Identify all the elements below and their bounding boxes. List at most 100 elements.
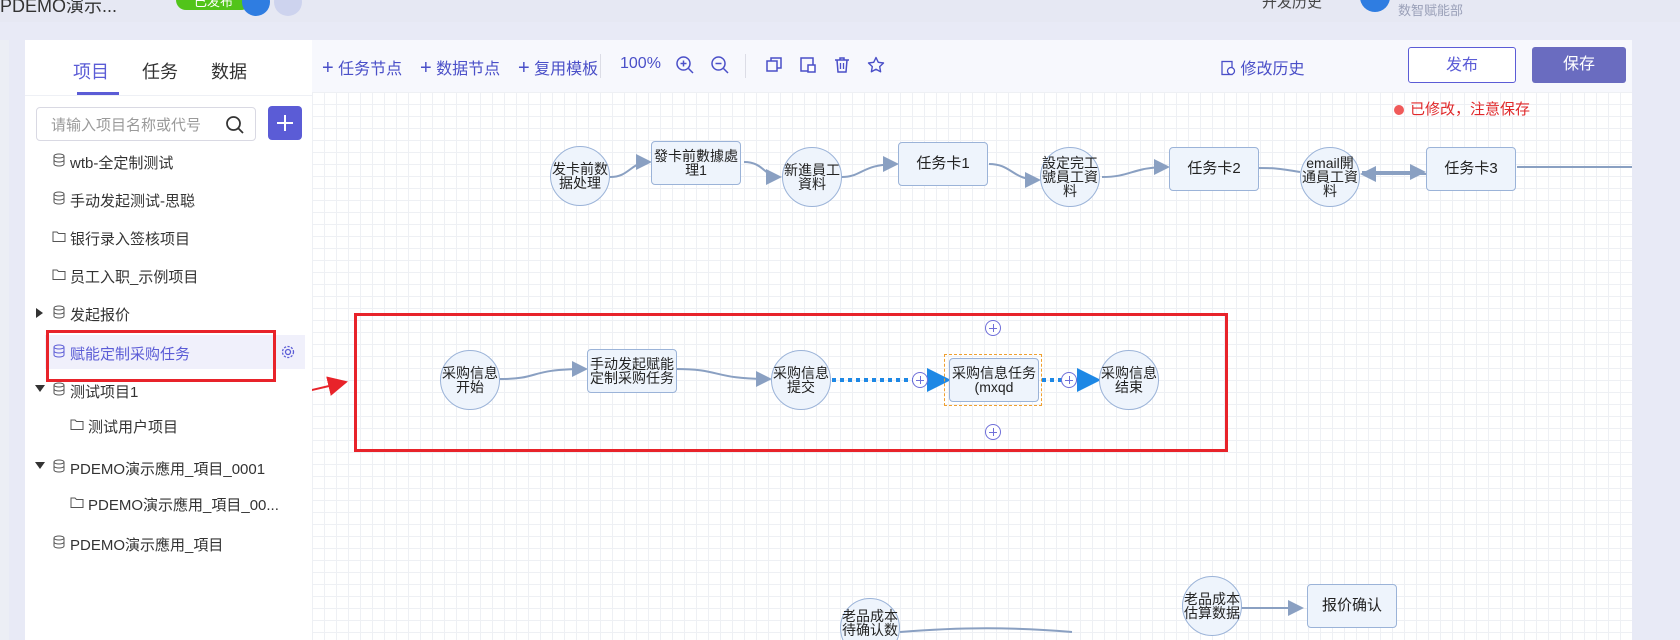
flow-node-old-cost-estimate[interactable]: 老品成本 估算数据 [1182, 576, 1242, 636]
add-data-node-label: 数据节点 [436, 61, 501, 78]
database-icon [53, 153, 65, 167]
add-branch-above-icon[interactable] [985, 320, 1001, 336]
sidebar-item-pdemo[interactable]: PDEMO演示應用_項目 [25, 526, 305, 560]
save-button[interactable]: 保存 [1532, 47, 1626, 83]
highlight-box-sidebar [46, 330, 276, 382]
flow-node-procurement-start[interactable]: 采购信息 开始 [440, 350, 500, 410]
tab-task[interactable]: 任务 [142, 62, 178, 82]
active-tab-indicator [77, 92, 119, 95]
user-avatar[interactable] [1360, 0, 1390, 12]
flow-node-label: 發卡前數據處 理1 [654, 148, 738, 178]
tab-data[interactable]: 数据 [211, 62, 247, 82]
flow-node-task-card-1[interactable]: 任务卡1 [898, 142, 988, 186]
add-node-icon[interactable] [912, 372, 928, 388]
publish-button[interactable]: 发布 [1408, 47, 1516, 83]
plus-icon: + [322, 57, 334, 79]
flow-node-label: 采购信息 提交 [773, 365, 829, 395]
sidebar-item-pdemo-0001[interactable]: PDEMO演示應用_項目_0001 [25, 450, 305, 484]
sidebar-item-pdemo-00[interactable]: PDEMO演示應用_項目_00... [25, 486, 305, 520]
flow-node-quote-confirm[interactable]: 报价确认 [1307, 584, 1397, 628]
sidebar-item-procurement[interactable]: 赋能定制采购任务 [45, 335, 305, 369]
flow-canvas[interactable]: 已修改，注意保存 [312, 92, 1632, 640]
database-icon [53, 344, 65, 358]
database-icon [53, 535, 65, 549]
flow-node-label: 老品成本 待确认数 [842, 608, 898, 638]
sidebar-item-onboarding[interactable]: 员工入职_示例项目 [25, 258, 305, 292]
department-label: 数智赋能部 [1398, 3, 1464, 18]
flow-node-procurement-end[interactable]: 采购信息 结束 [1099, 350, 1159, 410]
flow-node-task-card-3[interactable]: 任务卡3 [1426, 147, 1516, 191]
sidebar-item-quote[interactable]: 发起报价 [25, 296, 305, 330]
sidebar-item-label: 发起报价 [70, 307, 131, 324]
add-task-node-label: 任务节点 [338, 61, 403, 78]
add-project-button[interactable] [268, 106, 302, 140]
flow-node-label: 采购信息 结束 [1101, 365, 1157, 395]
header-strip: PDEMO演示... 已发布 开发历史 数智赋能部 [0, 0, 1680, 22]
add-node-icon[interactable] [1061, 372, 1077, 388]
flow-node-procurement-task[interactable]: 采购信息任务 (mxqd [949, 358, 1039, 402]
flow-node-new-employee[interactable]: 新進員工 資料 [782, 147, 842, 207]
paste-icon[interactable] [798, 55, 818, 75]
reuse-template-label: 复用模板 [534, 61, 599, 78]
selected-node-outline [944, 354, 1042, 406]
copy-icon[interactable] [764, 55, 784, 75]
flow-node-label: 設定完工 號員工資 料 [1042, 155, 1098, 199]
folder-icon [70, 497, 84, 508]
right-gutter [1632, 40, 1680, 640]
plus-icon: + [420, 57, 432, 79]
flow-node-pre-card[interactable]: 发卡前数 据处理 [550, 146, 610, 206]
sidebar-item-label: 银行录入签核项目 [70, 231, 191, 248]
plus-icon: + [518, 57, 530, 79]
delete-icon[interactable] [832, 55, 852, 75]
sidebar-item-label: PDEMO演示應用_項目_00... [88, 497, 279, 514]
tab-project[interactable]: 项目 [73, 62, 109, 82]
database-icon [53, 382, 65, 396]
folder-icon [70, 419, 84, 430]
caret-down-icon[interactable] [35, 462, 45, 469]
gear-icon[interactable] [281, 345, 295, 359]
star-icon[interactable] [866, 55, 886, 75]
sidebar-item-label: PDEMO演示應用_項目 [70, 537, 224, 554]
search-icon[interactable] [225, 115, 245, 135]
plus-icon [277, 115, 293, 131]
database-icon [53, 191, 65, 205]
flow-node-procurement-submit[interactable]: 采购信息 提交 [771, 350, 831, 410]
sidebar-item-label: PDEMO演示應用_項目_0001 [70, 461, 266, 478]
caret-right-icon[interactable] [36, 308, 43, 318]
toolbar-divider [600, 54, 601, 78]
flow-node-manual-trigger[interactable]: 手动发起赋能 定制采购任务 [587, 349, 677, 393]
flow-node-email[interactable]: email開 通員工資 料 [1300, 147, 1360, 207]
history-button[interactable]: 修改历史 [1220, 55, 1304, 79]
add-data-node-button[interactable]: + 数据节点 [420, 55, 500, 79]
flow-node-old-cost-confirm[interactable]: 老品成本 待确认数 [840, 598, 900, 640]
status-dot-icon [1394, 105, 1404, 116]
sidebar-item-manual-test[interactable]: 手动发起测试-思聪 [25, 182, 305, 216]
status-badge: 已发布 [176, 0, 252, 10]
sidebar-item-wtb[interactable]: wtb-全定制测试 [25, 144, 305, 178]
highlight-box-flow [354, 313, 1228, 452]
sidebar-tabs: 项目 任务 数据 [25, 40, 312, 96]
sidebar-item-label: 赋能定制采购任务 [70, 346, 191, 363]
sidebar-item-label: 测试用户项目 [88, 419, 179, 436]
zoom-out-icon[interactable] [710, 55, 730, 75]
history-icon [1221, 60, 1236, 76]
zoom-in-icon[interactable] [675, 55, 695, 75]
reuse-template-button[interactable]: + 复用模板 [518, 55, 598, 79]
search-input[interactable] [37, 108, 233, 142]
flow-node-label: 发卡前数 据处理 [552, 161, 608, 191]
flow-node-card-process[interactable]: 發卡前數據處 理1 [651, 141, 741, 185]
caret-down-icon[interactable] [35, 385, 45, 392]
flow-node-task-card-2[interactable]: 任务卡2 [1169, 147, 1259, 191]
header-right-text[interactable]: 开发历史 [1262, 0, 1323, 11]
sidebar-item-bank[interactable]: 银行录入签核项目 [25, 220, 305, 254]
sidebar-item-test1[interactable]: 测试项目1 [25, 373, 305, 407]
add-task-node-button[interactable]: + 任务节点 [322, 55, 402, 79]
flow-node-set-employee[interactable]: 設定完工 號員工資 料 [1040, 147, 1100, 207]
flow-node-label: 老品成本 估算数据 [1184, 591, 1240, 621]
flow-node-label: email開 通員工資 料 [1302, 155, 1358, 199]
add-branch-below-icon[interactable] [985, 424, 1001, 440]
sidebar-item-label: 测试项目1 [70, 384, 139, 401]
flow-node-label: 采购信息任务 (mxqd [952, 365, 1036, 395]
sidebar-item-test-user[interactable]: 测试用户项目 [25, 408, 305, 442]
flow-node-label: 采购信息 开始 [442, 365, 498, 395]
